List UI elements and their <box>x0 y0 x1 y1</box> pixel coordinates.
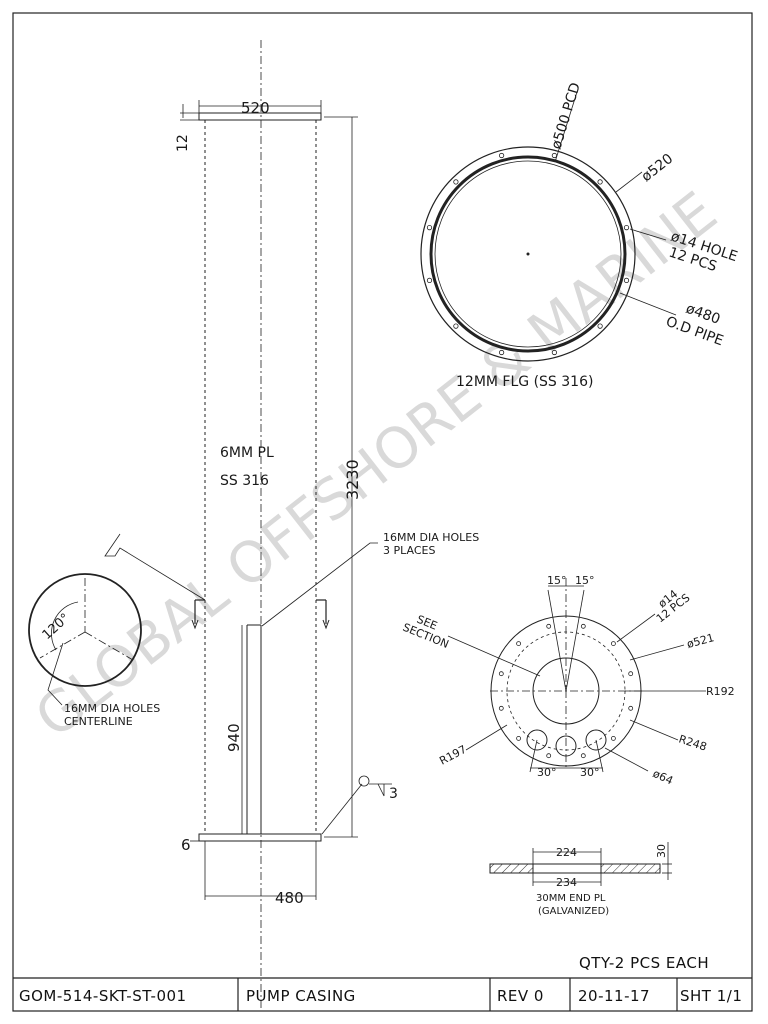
section-angle: 120° <box>40 611 73 643</box>
bolt-hole-icon <box>498 349 505 356</box>
small-hole-left <box>526 729 548 751</box>
bolt-hole-icon <box>597 323 603 329</box>
end-angle-right: 15° <box>575 574 595 587</box>
pipe-inner <box>434 160 622 348</box>
bolt-hole-icon <box>611 641 616 646</box>
end-plate-view: 15° 15° 30° 30° ø14 12 PCS ø521 R192 R24… <box>401 574 735 787</box>
end-radius-3: R197 <box>437 743 468 768</box>
small-hole-right <box>585 729 607 751</box>
dim-height: 3230 <box>343 459 362 500</box>
end-angle-bottom-left: 30° <box>537 766 557 779</box>
bolt-hole-icon <box>551 152 558 159</box>
section-caption-line2: (GALVANIZED) <box>538 906 609 917</box>
note-plate-line2: SS 316 <box>220 473 269 489</box>
top-flange <box>198 112 322 121</box>
bolt-hole-icon <box>453 179 459 185</box>
pipe-wall <box>429 155 627 353</box>
drawing-number: GOM-514-SKT-ST-001 <box>19 987 187 1005</box>
end-od: ø521 <box>685 631 715 651</box>
bolt-hole-icon <box>623 277 630 283</box>
end-small-hole: ø64 <box>651 767 675 788</box>
end-plate-section: 224 234 30 30MM END PL (GALVANIZED) <box>489 842 672 917</box>
sheet-border <box>12 12 753 1012</box>
bolt-hole-icon <box>516 641 521 646</box>
flange-pcd: ø500 PCD <box>549 81 584 151</box>
bolt-hole-icon <box>597 179 603 185</box>
section-dim-top: 224 <box>556 846 577 859</box>
qty-note: QTY-2 PCS EACH <box>579 954 709 972</box>
sheet-number: SHT 1/1 <box>680 987 742 1005</box>
bolt-hole-icon <box>580 753 586 759</box>
elevation-view: 520 12 3230 940 6 480 6MM PL SS 316 <box>104 40 479 1010</box>
bolt-hole-icon <box>498 705 504 711</box>
dim-opening-height: 940 <box>225 723 243 752</box>
note-holes-line1: 16MM DIA HOLES <box>383 531 479 544</box>
end-angle-bottom-right: 30° <box>580 766 600 779</box>
section-circle <box>28 573 142 687</box>
dim-bottom-width: 480 <box>275 889 304 907</box>
note-holes-line2: 3 PLACES <box>383 544 435 557</box>
revision: REV 0 <box>497 987 544 1005</box>
bolt-hole-icon <box>546 623 552 629</box>
drawing-title: PUMP CASING <box>246 987 356 1005</box>
weld-all-around <box>358 775 370 787</box>
weld-size: 3 <box>389 786 398 802</box>
section-dim-bottom: 234 <box>556 876 577 889</box>
bolt-hole-icon <box>498 152 505 159</box>
flange-outer <box>420 146 636 362</box>
bolt-hole-icon <box>551 349 558 356</box>
bolt-hole-icon <box>426 277 433 283</box>
bolt-hole-icon <box>516 736 521 741</box>
note-plate-line1: 6MM PL <box>220 445 274 461</box>
bolt-hole-icon <box>628 705 634 711</box>
dim-flange-thk-top: 12 <box>175 134 191 152</box>
section-dim-thk: 30 <box>655 844 668 858</box>
section-leader <box>47 642 64 706</box>
bolt-hole-icon <box>546 753 552 759</box>
section-note-line1: 16MM DIA HOLES <box>64 702 160 715</box>
section-cut-leader <box>104 533 206 601</box>
bolt-hole-icon <box>426 225 433 231</box>
title-block: GOM-514-SKT-ST-001 PUMP CASING REV 0 20-… <box>13 977 752 1011</box>
bottom-flange <box>198 833 322 842</box>
flange-holes <box>426 152 630 356</box>
end-radius-2: R248 <box>677 732 708 753</box>
bolt-hole-icon <box>453 323 459 329</box>
drawing-date: 20-11-17 <box>578 987 650 1005</box>
dim-flange-thk-bottom: 6 <box>181 836 191 854</box>
flange-od: ø520 <box>639 151 677 185</box>
bolt-hole-icon <box>628 671 634 677</box>
flange-caption: 12MM FLG (SS 316) <box>456 374 593 390</box>
section-note-line2: CENTERLINE <box>64 715 133 728</box>
bolt-hole-icon <box>498 671 504 677</box>
bolt-hole-icon <box>580 623 586 629</box>
end-radius-1: R192 <box>706 685 735 698</box>
end-plate-bolt-holes <box>498 623 634 759</box>
bolt-hole-icon <box>611 736 616 741</box>
end-angle-left: 15° <box>547 574 567 587</box>
holes-leader <box>261 542 378 627</box>
bolt-hole-icon <box>623 225 630 231</box>
section-caption-line1: 30MM END PL <box>536 893 606 904</box>
dim-top-width: 520 <box>241 99 270 117</box>
